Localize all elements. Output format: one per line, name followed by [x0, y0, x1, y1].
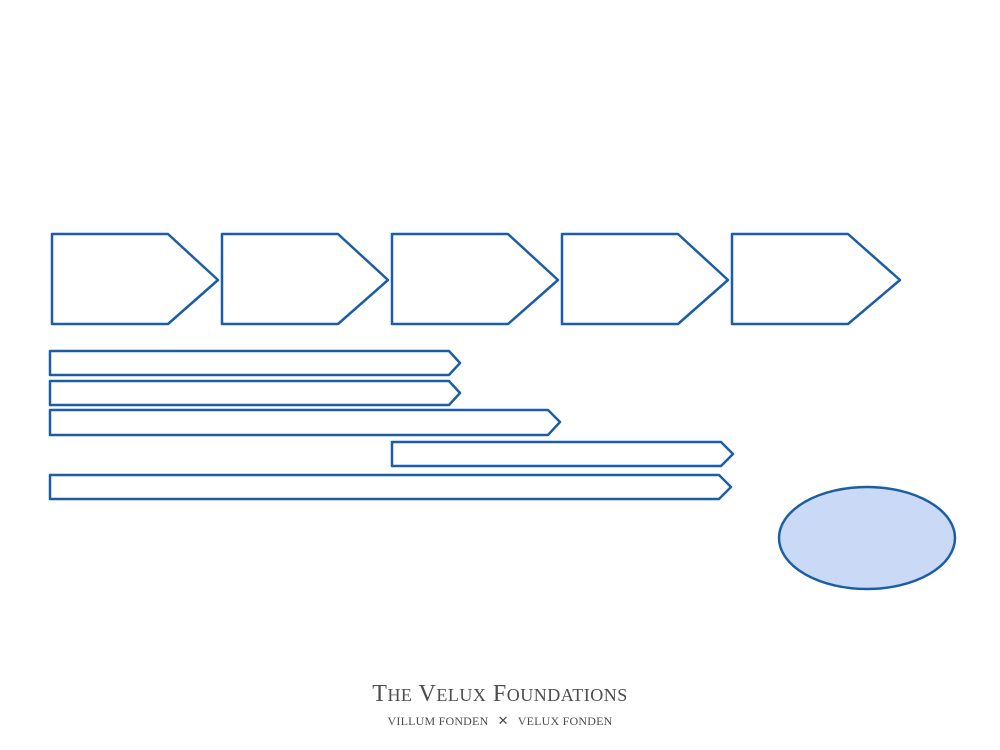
logo-subtitle: VILLUM FONDEN ✕ VELUX FONDEN: [0, 713, 1000, 729]
stage-chevron-3: [390, 232, 560, 326]
span-bar-1: [48, 349, 462, 377]
logo-separator-icon: ✕: [497, 713, 509, 728]
foundation-logo: THE VELUX FOUNDATIONS VILLUM FONDEN ✕ VE…: [0, 680, 1000, 729]
logo-word-the: THE: [372, 681, 413, 707]
span-bars: [48, 349, 735, 501]
span-bar-5: [48, 473, 733, 501]
logo-velux-fonden: VELUX FONDEN: [517, 714, 613, 728]
stage-chevron-1: [50, 232, 220, 326]
highlight-ellipse: [777, 485, 957, 591]
stage-chevron-5: [730, 232, 902, 326]
span-bar-3: [48, 408, 562, 437]
span-bar-4: [390, 440, 735, 468]
stage-chevron-2: [220, 232, 390, 326]
logo-villum-fonden: VILLUM FONDEN: [387, 714, 489, 728]
span-bar-2: [48, 379, 462, 407]
stage-chevrons: [50, 232, 902, 326]
logo-word-foundations: FOUNDATIONS: [492, 681, 628, 707]
stage-chevron-4: [560, 232, 730, 326]
logo-word-velux: VELUX: [418, 681, 487, 707]
logo-title: THE VELUX FOUNDATIONS: [0, 680, 1000, 709]
